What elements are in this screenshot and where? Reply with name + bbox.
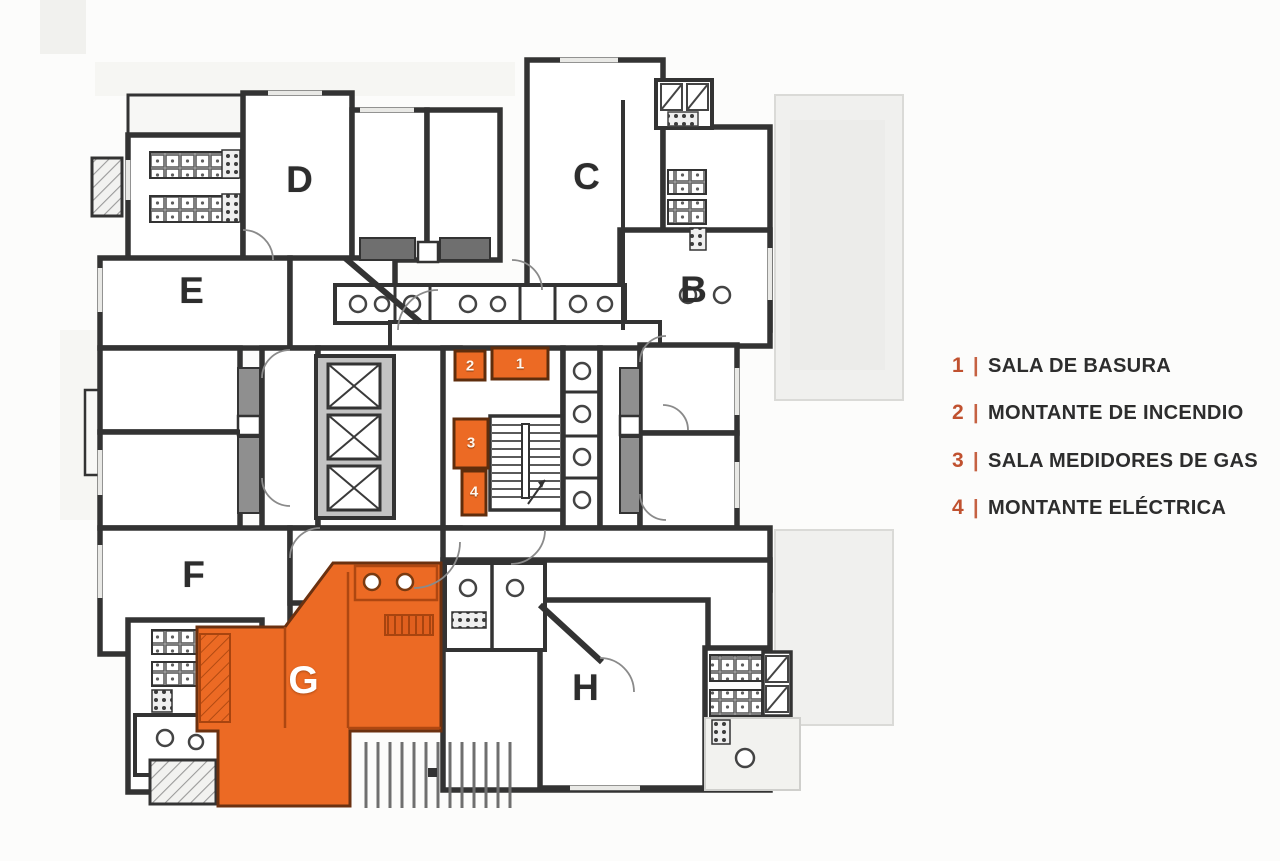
e-diagonal-wall	[343, 255, 422, 325]
room-d-entry	[126, 93, 245, 137]
interior-details	[100, 100, 763, 769]
legend-number: 3	[952, 449, 964, 472]
g-wardrobe	[384, 614, 434, 636]
door-arcs	[242, 229, 689, 693]
apartment-label-e: E	[179, 270, 205, 311]
service-room-number-1: 1	[515, 355, 525, 373]
balcony-bottom-left	[148, 758, 218, 806]
apartment-label-f: F	[182, 554, 206, 595]
room-mid-left-b	[97, 429, 243, 531]
service-room-number-2: 2	[465, 357, 475, 375]
legend-label: SALA DE BASURA	[987, 354, 1171, 377]
legend-item-4: 4 | MONTANTE ELÉCTRICA	[952, 496, 1231, 520]
room-g-h-baths	[443, 561, 547, 652]
legend-item-1: 1 | SALA DE BASURA	[952, 354, 1174, 378]
legend-item-3: 3 | SALA MEDIDORES DE GAS	[952, 449, 1263, 473]
legend-label: MONTANTE DE INCENDIO	[987, 401, 1244, 424]
apartment-label-g: G	[288, 659, 320, 702]
room-mid-right-b	[637, 430, 740, 531]
apartment-label-d: D	[286, 159, 314, 200]
room-mid-left-a	[97, 345, 243, 435]
window-openings	[97, 57, 773, 791]
staircase	[488, 414, 564, 512]
service-room-boxes	[452, 346, 550, 517]
corridor-left	[259, 345, 321, 531]
legend-separator: |	[973, 401, 979, 424]
legend-number: 2	[952, 401, 964, 424]
legend-label: SALA MEDIDORES DE GAS	[987, 449, 1258, 472]
room-mid-right-a	[637, 342, 740, 436]
service-room-number-4: 4	[469, 483, 479, 501]
hallway	[388, 320, 662, 350]
legend-number: 1	[952, 354, 964, 377]
legend-separator: |	[973, 449, 979, 472]
apartment-g-highlight	[195, 561, 443, 808]
service-room-number-3: 3	[466, 434, 476, 452]
service-box-2	[453, 349, 487, 382]
room-e	[97, 255, 293, 351]
balcony-left	[90, 156, 124, 218]
service-box-1	[490, 346, 550, 381]
apartment-label-b: B	[680, 269, 708, 310]
apartment-label-h: H	[572, 667, 600, 708]
g-kitchen	[199, 633, 231, 723]
apartment-label-c: C	[573, 156, 601, 197]
legend-item-2: 2 | MONTANTE DE INCENDIO	[952, 401, 1248, 425]
legend-separator: |	[973, 496, 979, 519]
legend-number: 4	[952, 496, 964, 519]
legend-label: MONTANTE ELÉCTRICA	[987, 496, 1226, 519]
elevator-bank	[314, 354, 396, 520]
service-box-3	[452, 417, 490, 470]
terrace-hatching	[364, 742, 512, 808]
h-diagonal-wall	[537, 602, 605, 665]
service-box-4	[460, 469, 488, 517]
legend-separator: |	[973, 354, 979, 377]
